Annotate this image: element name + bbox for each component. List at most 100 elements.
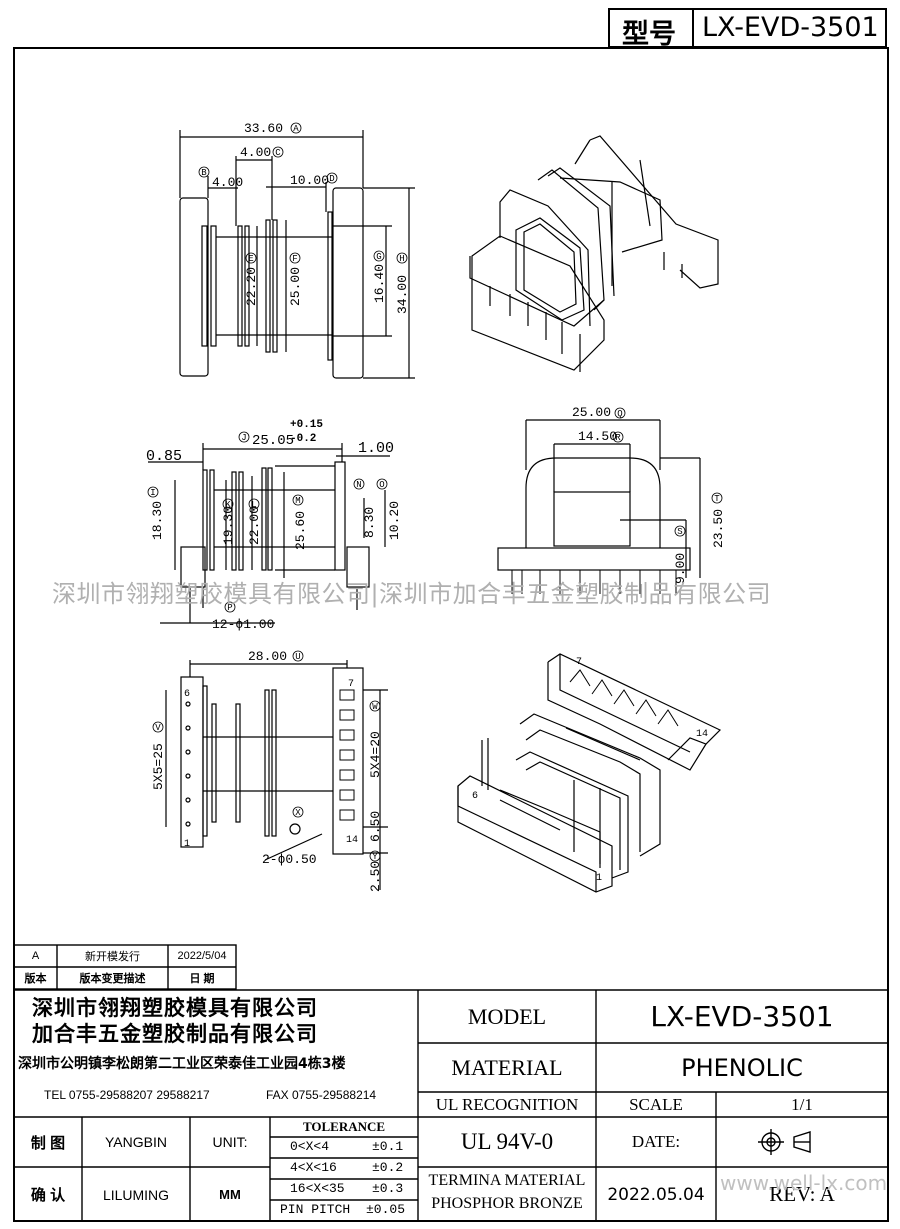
dim-q: 25.00	[572, 405, 611, 420]
ref-C: C	[275, 148, 281, 158]
ref-S: S	[677, 527, 682, 537]
ref-A: A	[293, 124, 299, 134]
dim-s: 9.00	[673, 553, 688, 584]
rev-head-desc: 版本变更描述	[79, 973, 146, 985]
dim-i: 18.30	[150, 501, 165, 540]
ref-Y: Y	[372, 852, 378, 862]
company-name-2: 加合丰五金塑胶制品有限公司	[32, 1022, 318, 1046]
model-header-value: LX-EVD-3501	[702, 12, 879, 43]
dim-l: 22.00	[247, 506, 262, 545]
company-tel: TEL 0755-29588207 29588217	[44, 1088, 210, 1102]
model-label: MODEL	[467, 1003, 547, 1029]
rev-row-desc: 新开模发行	[85, 951, 140, 963]
tol-range-1: 4<X<16	[290, 1160, 337, 1175]
ref-D: D	[329, 174, 334, 184]
dim-100: 1.00	[358, 440, 394, 457]
dim-b: 4.00	[212, 175, 243, 190]
unit-value: MM	[219, 1187, 241, 1202]
ref-R: R	[615, 433, 621, 443]
tol-range-3: PIN PITCH	[280, 1202, 351, 1217]
material-label: MATERIAL	[451, 1054, 563, 1080]
ref-V: V	[155, 723, 161, 733]
iso-pin-6: 6	[472, 791, 478, 802]
ref-G: G	[376, 252, 381, 262]
pin-label-6: 6	[184, 689, 190, 700]
tol-val-0: ±0.1	[372, 1139, 404, 1154]
ul-value: UL 94V-0	[460, 1129, 554, 1154]
iso-pin-7: 7	[576, 657, 582, 668]
ref-U: U	[295, 652, 300, 662]
check-value: LILUMING	[102, 1186, 170, 1203]
model-value: LX-EVD-3501	[650, 1000, 834, 1033]
tol-range-2: 16<X<35	[290, 1181, 345, 1196]
rev-value: REV: A	[769, 1182, 835, 1206]
dim-y2: 2.50	[368, 861, 383, 892]
scale-value: 1/1	[791, 1094, 813, 1114]
pin-label-1: 1	[184, 839, 190, 850]
dim-x: 2-ϕ0.50	[262, 852, 317, 867]
dim-u: 28.00	[248, 649, 287, 664]
dim-o: 10.20	[387, 501, 402, 540]
scale-label: SCALE	[629, 1094, 683, 1114]
ref-B: B	[201, 168, 207, 178]
tol-val-1: ±0.2	[372, 1160, 404, 1175]
watermark-site: www.well-lx.com	[720, 1171, 888, 1195]
ref-N: N	[356, 480, 361, 490]
pin-label-7: 7	[348, 679, 354, 690]
dim-j: 25.05	[252, 433, 294, 449]
company-fax: FAX 0755-29588214	[266, 1088, 377, 1102]
dim-d: 10.00	[290, 173, 329, 188]
check-label: 确 认	[30, 1187, 66, 1204]
dim-m: 25.60	[293, 511, 308, 550]
rev-head-ver: 版本	[24, 973, 47, 985]
termina-label: TERMINA MATERIAL	[428, 1172, 586, 1189]
dim-c: 4.00	[240, 145, 271, 160]
drawn-value: YANGBIN	[105, 1134, 167, 1150]
technical-drawing: 33.60 4.00 4.00 10.00 22.20 25.00 16.40 …	[146, 121, 726, 893]
pin-label-14: 14	[346, 835, 358, 846]
dim-e: 22.20	[244, 267, 259, 306]
dim-v: 5X5=25	[151, 743, 166, 790]
ref-F: F	[292, 254, 297, 264]
dim-w: 5X4=20	[368, 731, 383, 778]
dim-085: 0.85	[146, 448, 182, 465]
ref-E: E	[248, 254, 253, 264]
ref-H: H	[399, 254, 404, 264]
dim-tol-minus: -0.2	[290, 433, 316, 445]
ref-K: K	[225, 500, 231, 510]
rev-head-date: 日 期	[189, 973, 215, 985]
dim-pins: 12-ϕ1.00	[212, 617, 274, 632]
ref-M: M	[295, 496, 300, 506]
ref-P: P	[227, 603, 232, 613]
tol-val-2: ±0.3	[372, 1181, 404, 1196]
dim-h: 34.00	[395, 275, 410, 314]
drawing-sheet	[13, 47, 889, 1222]
ref-W: W	[372, 702, 378, 712]
ref-Q: Q	[617, 409, 622, 419]
date-value: 2022.05.04	[607, 1184, 705, 1205]
ref-O: O	[379, 480, 384, 490]
tolerance-head: TOLERANCE	[302, 1119, 386, 1134]
dim-g: 16.40	[372, 264, 387, 303]
material-value: PHENOLIC	[681, 1053, 803, 1082]
ul-label: UL RECOGNITION	[435, 1094, 579, 1114]
ref-I: I	[150, 488, 155, 498]
ref-J: J	[241, 433, 246, 443]
model-header-label: 型号	[622, 19, 676, 50]
iso-pin-1: 1	[596, 873, 602, 884]
dim-r: 14.50	[578, 429, 617, 444]
dim-tol-plus: +0.15	[290, 419, 323, 431]
unit-label: UNIT:	[212, 1134, 248, 1150]
watermark: 深圳市翎翔塑胶模具有限公司|深圳市加合丰五金塑胶制品有限公司	[52, 580, 772, 608]
tol-range-0: 0<X<4	[290, 1139, 330, 1154]
iso-pin-14: 14	[696, 729, 708, 740]
company-address: 深圳市公明镇李松朗第二工业区荣泰佳工业园4栋3楼	[18, 1056, 346, 1072]
drawn-label: 制 图	[30, 1134, 66, 1152]
tol-val-3: ±0.05	[366, 1202, 406, 1217]
rev-row-date: 2022/5/04	[177, 950, 227, 962]
dim-y1: 6.50	[368, 811, 383, 842]
dim-f: 25.00	[288, 267, 303, 306]
dim-n: 8.30	[362, 507, 377, 538]
dim-t: 23.50	[711, 509, 726, 548]
